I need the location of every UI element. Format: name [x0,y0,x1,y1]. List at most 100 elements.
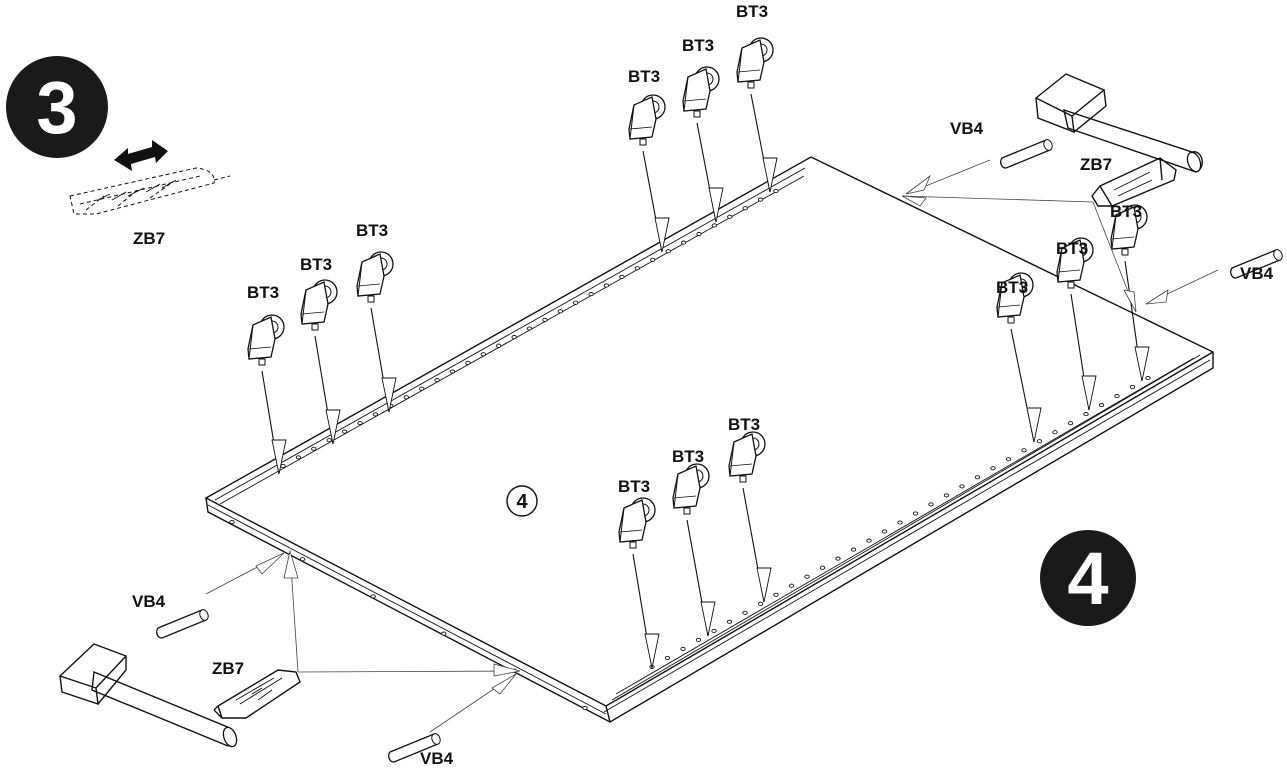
support-clip-10: BT3 [618,477,656,549]
insert-arrow-icon [654,217,670,253]
dowel-label: VB4 [1240,264,1274,283]
shelf-hole [496,343,502,348]
dowel-left-bottom: VB4 [388,731,454,768]
shelf-hole [1145,375,1151,381]
shelf-hole [403,395,409,400]
shelf-hole [819,565,826,570]
support-clip-12: BT3 [728,415,766,483]
support-clip-7: BT3 [996,272,1034,324]
dowel-hole [229,519,235,525]
shelf-hole [480,352,486,357]
shelf-hole [726,619,733,624]
shelf-hole [573,300,579,305]
insert-arrow-icon [708,187,724,223]
support-clip-1: BT3 [247,283,285,366]
panel-number-text: 4 [516,491,528,513]
shelf-hole [465,360,471,365]
glue-tube-icon [1091,157,1177,207]
dowel-left-top: VB4 [132,592,211,639]
insert-arrow-icon [644,633,660,669]
shelf-hole [419,386,425,391]
hole-row-front [649,375,1151,670]
shelf-hole [603,283,610,288]
support-clip-3: BT3 [356,221,394,303]
dowel-hole [582,705,588,711]
shelf-hole [542,317,548,322]
clip-label: BT3 [618,477,650,496]
shelf-hole [881,529,888,534]
shelf-support-clip-icon [300,279,338,331]
dowel-hole [441,631,447,636]
shelf-hole [742,610,748,615]
insert-arrow-icon [756,567,772,603]
insert-arrow-icon [700,601,716,637]
shelf-hole [280,463,286,469]
glue-tube-icon [213,669,301,719]
shelf-hole [1021,448,1027,453]
shelf-hole [1036,439,1043,444]
shelf-hole [695,637,702,642]
shelf-support-clip-icon [672,463,710,515]
shelf-hole [634,266,640,271]
shelf-hole [696,231,702,237]
step-number: 3 [36,66,77,149]
support-clip-4: BT3 [628,67,666,146]
clip-label: BT3 [1110,202,1142,221]
hole-row-edge [229,519,588,711]
shelf-hole [526,326,533,331]
glue-tube-left: ZB7 [212,659,301,719]
shelf-hole [619,274,625,279]
insert-arrow-icon [1081,375,1097,411]
shelf-hole [1052,430,1058,435]
glue-label: ZB7 [133,229,165,248]
shelf-support-clip-icon [682,66,720,118]
clip-label: BT3 [247,283,279,302]
step-badge-icon [1040,530,1136,626]
support-clip-6: BT3 [736,2,774,89]
hammer-right [1034,73,1203,173]
shelf-hole [665,249,671,254]
shelf-hole [773,188,779,194]
shelf-hole [326,438,332,443]
shelf-hole [357,420,363,426]
support-clip-8: BT3 [1056,237,1094,289]
insert-arrow-icon [271,439,287,475]
panel: 4 [204,156,1215,723]
pointer-lines-left [205,549,521,733]
dowel-right-top: VB4 [950,119,1055,169]
clip-label: BT3 [300,255,332,274]
step-badge-3: 3 [6,56,108,158]
shelf-hole [1129,384,1136,390]
shelf-hole [727,214,733,219]
dowel-label: VB4 [132,592,166,611]
shelf-support-clip-icon [618,497,656,549]
shelf-support-clip-icon [247,314,285,366]
support-clip-2: BT3 [300,255,338,331]
dowel-hole [299,557,306,562]
insert-arrow-icon [325,409,341,445]
panel-number: 4 [506,485,538,517]
clip-label: BT3 [628,67,660,86]
shelf-hole [680,646,686,651]
insert-arrow-icon [762,157,778,193]
clip-label: BT3 [1056,239,1088,258]
shelf-hole [897,520,903,525]
hammer-left [58,643,238,748]
shelf-hole [835,556,841,561]
dowel-icon [156,607,211,639]
glue-tube-icon [69,167,231,215]
clip-label: BT3 [736,2,768,21]
glue-spreading-illustration: ZB7 [69,140,231,248]
shelf-hole [341,429,348,434]
shelf-hole [1114,394,1120,399]
shelf-support-clip-icon [356,251,394,303]
shelf-hole [434,378,440,383]
shelf-hole [664,655,671,661]
shelf-hole [557,309,563,314]
shelf-hole [757,197,764,202]
shelf-support-clip-icon [728,431,766,483]
step-badge-4: 4 [1040,530,1136,626]
shelf-hole [295,455,302,460]
shelf-hole [773,592,779,597]
glue-label: ZB7 [212,659,244,678]
